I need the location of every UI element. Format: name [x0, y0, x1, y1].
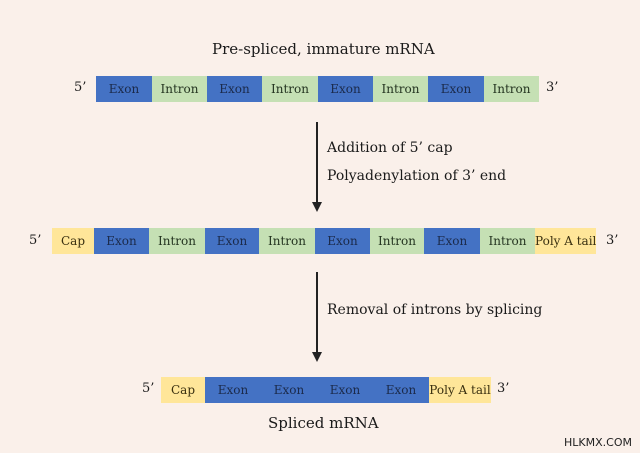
step1-cap-text: Addition of 5’ cap: [327, 140, 453, 156]
exon-segment: Exon: [317, 377, 373, 403]
arrow-head-1: [312, 202, 322, 212]
poly-a-tail-segment: Poly A tail: [535, 228, 596, 254]
spliced-mrna-bar: Cap Exon Exon Exon Exon Poly A tail: [161, 377, 491, 403]
exon-segment: Exon: [96, 76, 152, 102]
top-three-prime-label: 3’: [546, 80, 559, 95]
exon-segment: Exon: [315, 228, 370, 254]
cap-segment: Cap: [161, 377, 205, 403]
poly-a-tail-segment: Poly A tail: [429, 377, 491, 403]
exon-segment: Exon: [428, 76, 484, 102]
exon-segment: Exon: [94, 228, 149, 254]
spliced-mrna-title: Spliced mRNA: [268, 414, 379, 432]
arrow-step-2: [316, 272, 318, 352]
middle-five-prime-label: 5’: [29, 233, 42, 248]
exon-segment: Exon: [424, 228, 480, 254]
step2-splicing-text: Removal of introns by splicing: [327, 302, 543, 318]
step1-polyadenylation-text: Polyadenylation of 3’ end: [327, 168, 507, 184]
intron-segment: Intron: [373, 76, 428, 102]
middle-three-prime-label: 3’: [606, 233, 619, 248]
exon-segment: Exon: [373, 377, 429, 403]
arrow-head-2: [312, 352, 322, 362]
exon-segment: Exon: [205, 228, 259, 254]
intron-segment: Intron: [149, 228, 205, 254]
intron-segment: Intron: [262, 76, 318, 102]
pre-spliced-mrna-bar: Exon Intron Exon Intron Exon Intron Exon…: [96, 76, 539, 102]
processed-pre-mrna-bar: Cap Exon Intron Exon Intron Exon Intron …: [52, 228, 596, 254]
exon-segment: Exon: [207, 76, 262, 102]
bottom-three-prime-label: 3’: [497, 381, 510, 396]
exon-segment: Exon: [261, 377, 317, 403]
bottom-five-prime-label: 5’: [142, 381, 155, 396]
arrow-step-1: [316, 122, 318, 202]
intron-segment: Intron: [370, 228, 424, 254]
cap-segment: Cap: [52, 228, 94, 254]
watermark: HLKMX.COM: [564, 436, 632, 449]
intron-segment: Intron: [152, 76, 207, 102]
top-five-prime-label: 5’: [74, 80, 87, 95]
pre-spliced-title: Pre-spliced, immature mRNA: [212, 40, 435, 58]
intron-segment: Intron: [484, 76, 539, 102]
intron-segment: Intron: [480, 228, 535, 254]
intron-segment: Intron: [259, 228, 315, 254]
exon-segment: Exon: [205, 377, 261, 403]
exon-segment: Exon: [318, 76, 373, 102]
